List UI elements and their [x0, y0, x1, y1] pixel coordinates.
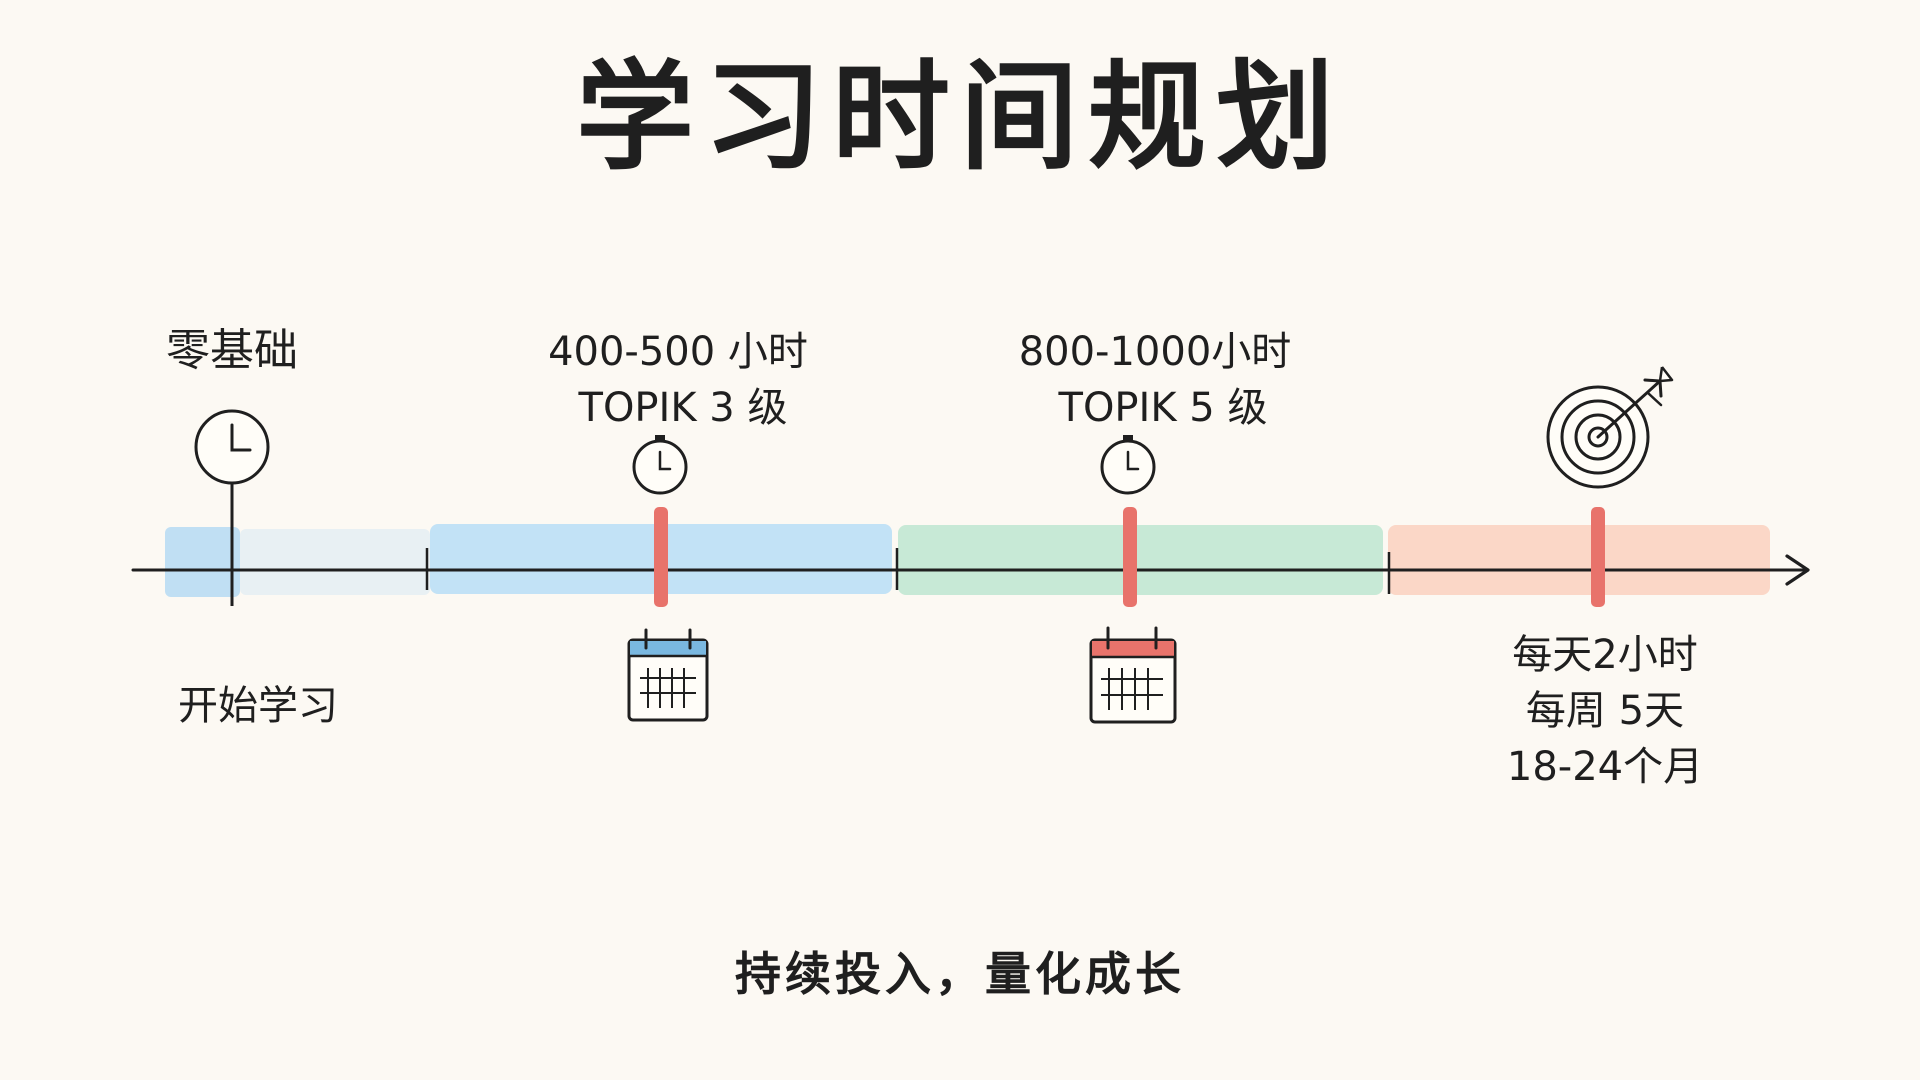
phase-band-3 [898, 525, 1383, 595]
axis-arrow-icon [1785, 554, 1810, 586]
goal-detail-duration: 18-24个月 [1506, 744, 1704, 790]
calendar-icon [627, 628, 709, 722]
footer-slogan: 持续投入，量化成长 [735, 947, 1185, 1001]
goal-detail-weekly: 每周 5天 [1525, 688, 1685, 734]
page-title: 学习时间规划 [575, 48, 1344, 186]
milestone-marker-2 [1123, 507, 1137, 607]
milestone-2-level: TOPIK 5 级 [1058, 385, 1268, 431]
stopwatch-icon [1100, 435, 1156, 495]
milestone-1-level: TOPIK 3 级 [578, 385, 788, 431]
start-sublabel: 开始学习 [178, 683, 338, 729]
goal-detail-daily: 每天2小时 [1512, 632, 1698, 678]
milestone-1-hours: 400-500 小时 [548, 329, 808, 375]
milestone-marker-3 [1591, 507, 1605, 607]
phase-band-4 [1388, 525, 1770, 595]
phase-band-1-left [165, 527, 240, 597]
start-label: 零基础 [166, 325, 298, 376]
phase-band-1-right [240, 529, 430, 595]
milestone-marker-1 [654, 507, 668, 607]
calendar-icon [1089, 626, 1177, 724]
clock-icon [194, 409, 270, 520]
stopwatch-icon [632, 435, 688, 495]
milestone-2-hours: 800-1000小时 [1018, 329, 1292, 375]
target-icon [1546, 366, 1674, 489]
